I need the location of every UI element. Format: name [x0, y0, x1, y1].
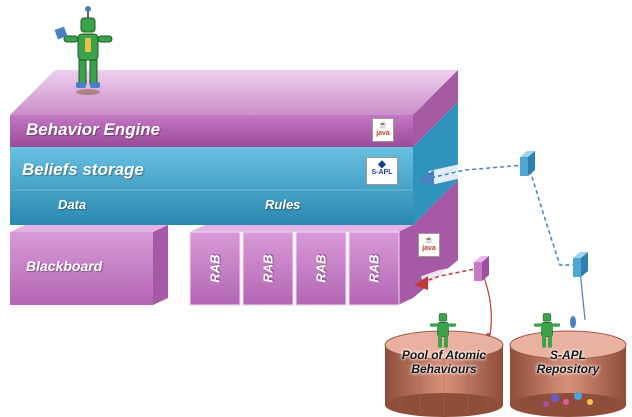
java-badge-text: java [376, 130, 390, 137]
rab-label: RAB [207, 254, 223, 283]
java-badge-text: java [422, 245, 436, 252]
blackboard-label: Blackboard [26, 258, 103, 274]
robot-agent-icon [54, 6, 113, 95]
behavior-engine-block [10, 70, 458, 147]
rab-block [348, 231, 400, 306]
packet-cube-icon [520, 151, 535, 176]
robot-agent-icon [429, 313, 457, 348]
arrow-head [418, 170, 434, 186]
repository-label: S-APL Repository [536, 348, 600, 376]
pool-database-icon [384, 330, 504, 417]
java-logo-icon: ☕java [372, 118, 394, 142]
pool-label: Pool of Atomic Behaviours [401, 348, 487, 376]
repository-database-icon [509, 330, 627, 417]
engine-side-face [413, 70, 458, 147]
rab-label: RAB [366, 254, 382, 283]
beliefs-front-face [10, 147, 413, 225]
rules-label: Rules [265, 197, 301, 212]
rab-label: RAB [313, 254, 329, 283]
rab-block [242, 231, 294, 306]
java-logo-icon: ☕java [418, 233, 440, 257]
sapl-badge-text: S-APL [371, 169, 393, 176]
flow-arrows [414, 158, 586, 343]
beliefs-side-face [413, 102, 458, 225]
engine-front-face [10, 115, 413, 147]
rab-block [295, 231, 347, 306]
beliefs-storage-label: Beliefs storage [22, 160, 144, 179]
behavior-engine-label: Behavior Engine [26, 120, 161, 139]
beliefs-storage-block [10, 102, 458, 225]
robot-agent-icon [533, 313, 561, 348]
rab-group [189, 180, 458, 306]
packet-cube-icon [474, 256, 489, 281]
packet-cube-icon [573, 252, 588, 277]
engine-top-face [10, 70, 458, 115]
blackboard-block [10, 225, 168, 305]
sapl-logo-icon: ◆S-APL [366, 157, 398, 185]
data-label: Data [58, 197, 87, 212]
rab-block [189, 231, 241, 306]
rab-label: RAB [260, 254, 276, 283]
